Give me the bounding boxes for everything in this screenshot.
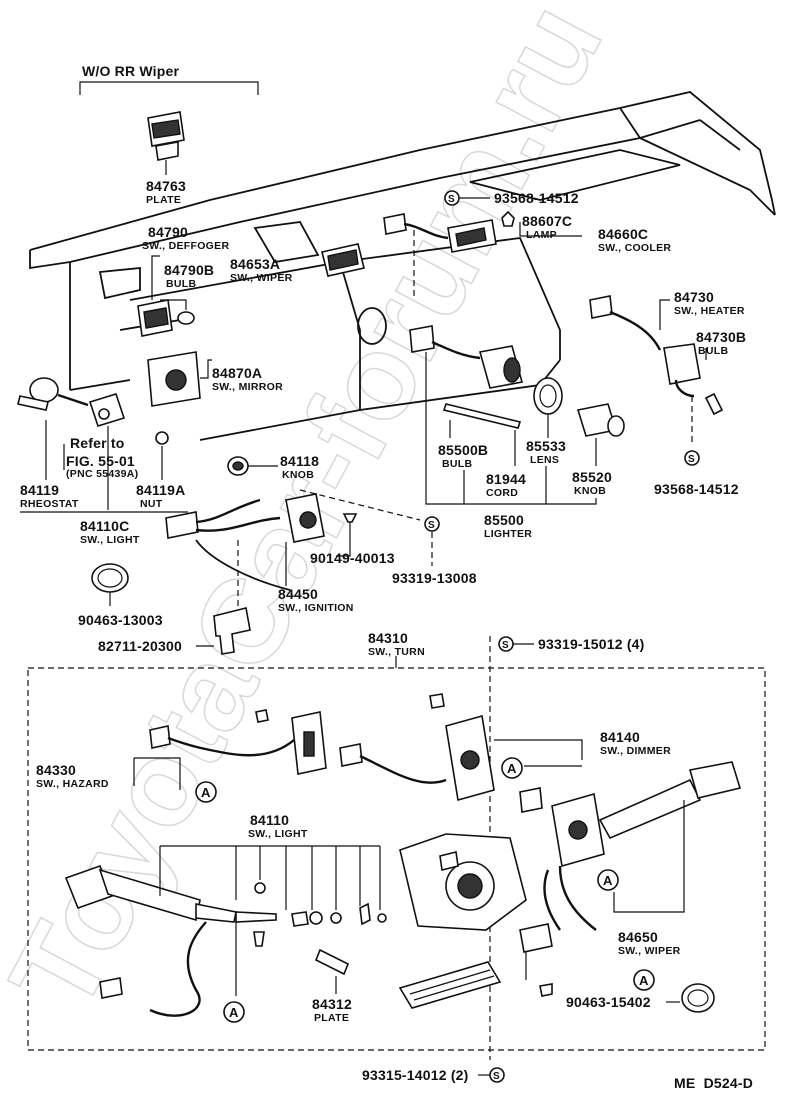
switch-mirror: 84870A SW., MIRROR [147, 351, 283, 407]
part-num-84450: 84450 [278, 586, 318, 602]
part-num-93319-15012: 93319-15012 (4) [538, 636, 645, 652]
cigar-lighter: 85500B BULB 85533 LENS 81944 CORD 85520 … [409, 325, 625, 540]
part-desc-84119: RHEOSTAT [20, 498, 79, 510]
ref-a-clamp: A [639, 973, 649, 988]
part-desc-84790: SW., DEFFOGER [142, 240, 229, 252]
plate-84763: 84763 PLATE [146, 111, 186, 206]
refer-line3: (PNC 55439A) [66, 468, 138, 480]
part-num-93568-right: 93568-14512 [654, 481, 739, 497]
part-num-90149: 90149-40013 [310, 550, 395, 566]
part-num-84119a: 84119A [136, 482, 185, 498]
part-num-81944: 81944 [486, 471, 526, 487]
ref-a-wiper: A [603, 873, 613, 888]
clamp-90463-15402: A 90463-15402 [539, 969, 715, 1013]
group-bracket: W/O RR Wiper [79, 63, 259, 95]
part-desc-84730: SW., HEATER [674, 305, 745, 317]
clamp-90463-13003: 90463-13003 [78, 563, 163, 628]
rheostat: Refer to FIG. 55-01 (PNC 55439A) 84119 R… [17, 377, 188, 546]
knob-84118: 84118 KNOB [227, 453, 319, 481]
part-num-84790: 84790 [148, 224, 188, 240]
part-num-84310: 84310 [368, 630, 408, 646]
screw-mark-ign: S [428, 520, 435, 531]
part-desc-84312: PLATE [314, 1012, 349, 1024]
part-desc-84310: SW., TURN [368, 646, 425, 658]
screw-mark-right: S [688, 454, 695, 465]
part-desc-84450: SW., IGNITION [278, 602, 354, 614]
screw-93319-13008: S 93319-13008 [299, 489, 477, 586]
switch-wiper-dash: 84653A SW., WIPER [230, 243, 365, 284]
part-num-93568-top: 93568-14512 [494, 190, 579, 206]
part-desc-84119a: NUT [140, 498, 163, 510]
part-num-84330: 84330 [36, 762, 76, 778]
part-desc-84653a: SW., WIPER [230, 272, 293, 284]
part-desc-85500b: BULB [442, 458, 472, 470]
part-desc-84110c: SW., LIGHT [80, 534, 140, 546]
part-num-93319-13008: 93319-13008 [392, 570, 477, 586]
switch-wiper-lever: 84650 SW., WIPER A [519, 761, 742, 957]
connector-block [398, 961, 502, 1009]
part-num-84119: 84119 [20, 482, 59, 498]
part-desc-84330: SW., HAZARD [36, 778, 109, 790]
dashboard-panel [29, 91, 776, 441]
screw-93315: S 93315-14012 (2) [362, 1067, 505, 1083]
part-desc-84730b: BULB [698, 345, 728, 357]
switch-body [399, 833, 527, 980]
part-num-84730: 84730 [674, 289, 714, 305]
part-num-84790b: 84790B [164, 262, 214, 278]
plate-84312: 84312 PLATE [312, 948, 352, 1024]
switch-hazard: 84330 SW., HAZARD A [36, 709, 327, 803]
part-num-84870a: 84870A [212, 365, 262, 381]
part-num-84653a: 84653A [230, 256, 280, 272]
switch-heater: 84730 SW., HEATER 84730B BULB S 93568-14… [589, 289, 746, 497]
part-desc-84660c: SW., COOLER [598, 242, 671, 254]
screw-mark-bottom: S [493, 1071, 500, 1082]
screw-mark-top: S [448, 194, 455, 205]
switch-defogger: 84790 SW., DEFFOGER 84790B BULB [137, 224, 229, 337]
part-desc-84763: PLATE [146, 194, 181, 206]
refer-line2: FIG. 55-01 [66, 453, 135, 469]
switch-cooler: S 93568-14512 88607C LAMP 84660C SW., CO… [383, 190, 671, 300]
part-desc-85533: LENS [530, 454, 559, 466]
part-num-90463-13003: 90463-13003 [78, 612, 163, 628]
ref-a-dimmer: A [507, 761, 517, 776]
part-num-90463-15402: 90463-15402 [566, 994, 651, 1010]
part-num-84312: 84312 [312, 996, 352, 1012]
part-num-84763: 84763 [146, 178, 186, 194]
part-num-84110: 84110 [250, 812, 289, 828]
part-desc-84118: KNOB [282, 469, 314, 481]
part-num-85500b: 85500B [438, 442, 488, 458]
part-num-88607c: 88607C [522, 213, 572, 229]
ref-a-hazard: A [201, 785, 211, 800]
switch-dimmer: 84140 SW., DIMMER A [339, 693, 671, 802]
part-num-84650: 84650 [618, 929, 658, 945]
refer-line1: Refer to [70, 435, 125, 451]
part-desc-84790b: BULB [166, 278, 196, 290]
figure-code: ME D524-D [674, 1075, 753, 1091]
part-num-85533: 85533 [526, 438, 566, 454]
part-num-84110c: 84110C [80, 518, 129, 534]
part-desc-85500: LIGHTER [484, 528, 532, 540]
part-desc-81944: CORD [486, 487, 518, 499]
ref-a-light: A [229, 1005, 239, 1020]
part-num-82711: 82711-20300 [98, 638, 182, 654]
part-desc-88607c: LAMP [526, 229, 557, 241]
part-num-84730b: 84730B [696, 329, 746, 345]
part-desc-84110: SW., LIGHT [248, 828, 308, 840]
part-num-84118: 84118 [280, 453, 319, 469]
bracket-82711: 82711-20300 [98, 607, 251, 655]
switch-ignition: 84450 SW., IGNITION 90149-40013 [165, 493, 395, 614]
part-desc-84140: SW., DIMMER [600, 745, 671, 757]
part-num-84660c: 84660C [598, 226, 648, 242]
part-num-93315: 93315-14012 (2) [362, 1067, 469, 1083]
part-num-85500: 85500 [484, 512, 524, 528]
switch-light-lever: 84110 SW., LIGHT A [64, 812, 387, 1023]
screw-mark-turn: S [502, 640, 509, 651]
part-desc-84650: SW., WIPER [618, 945, 681, 957]
part-num-85520: 85520 [572, 469, 612, 485]
group-label: W/O RR Wiper [82, 63, 180, 79]
part-desc-84870a: SW., MIRROR [212, 381, 283, 393]
part-num-84140: 84140 [600, 729, 640, 745]
part-desc-85520: KNOB [574, 485, 606, 497]
